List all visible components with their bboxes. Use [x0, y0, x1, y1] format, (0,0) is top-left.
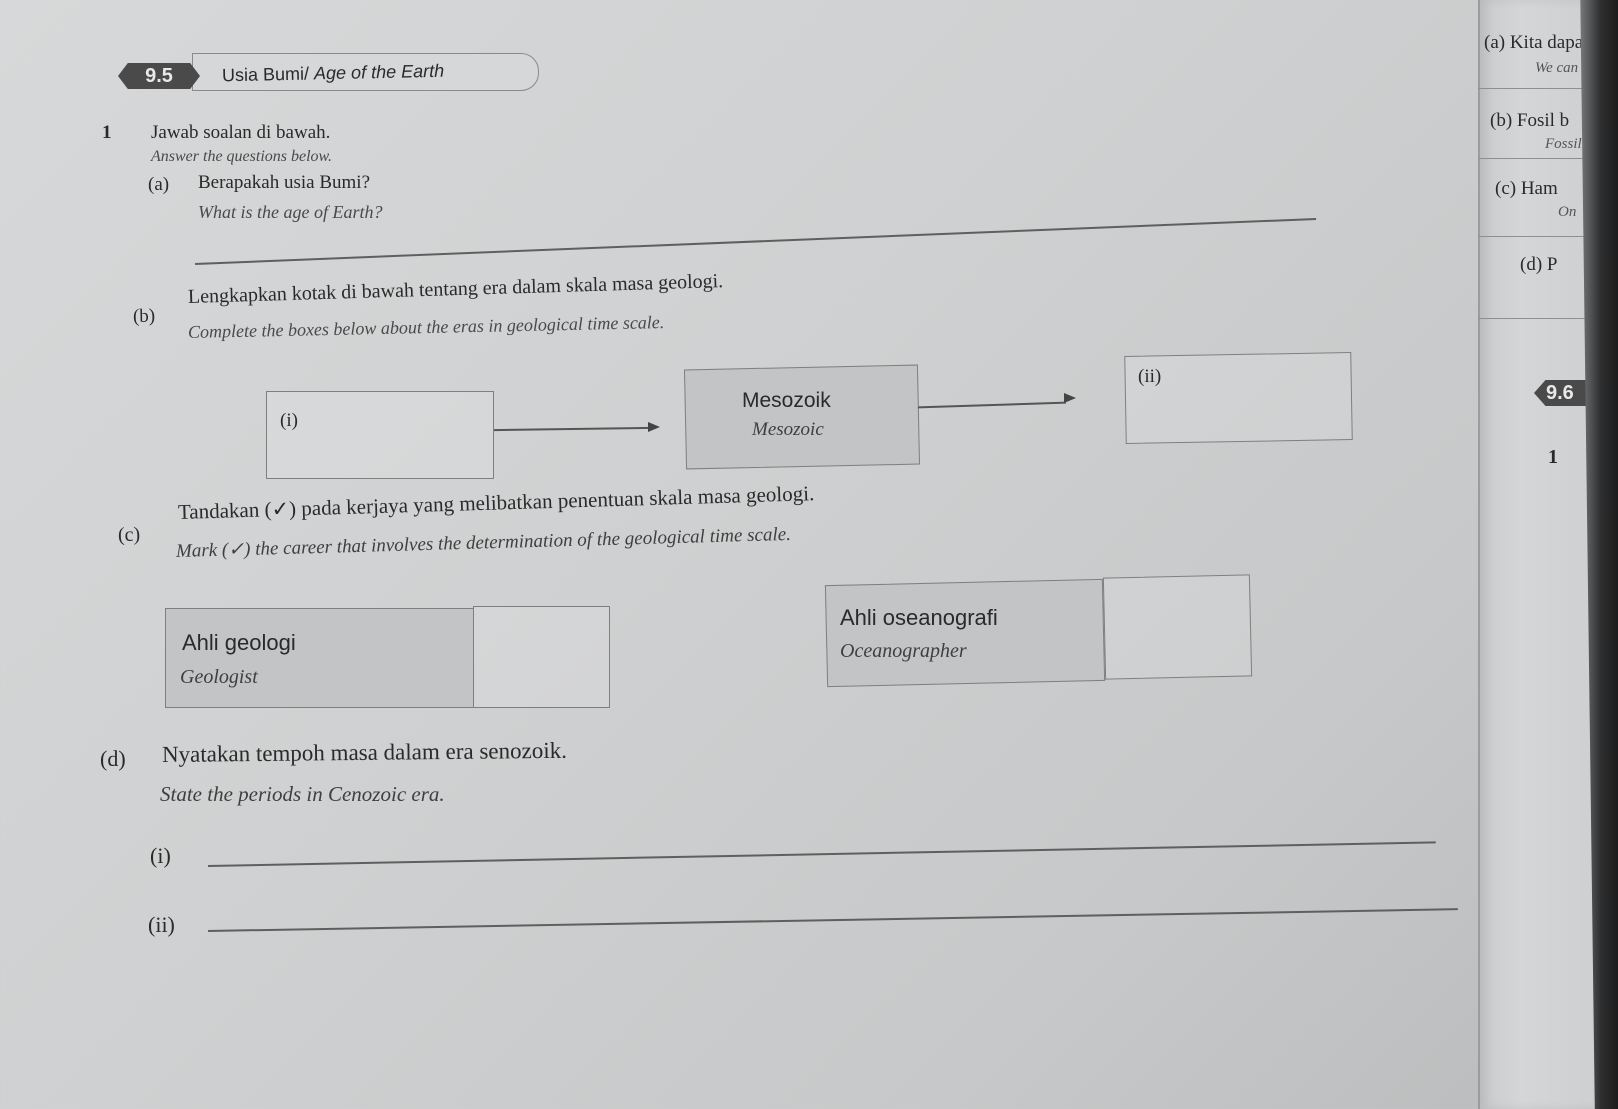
adjacent-item-b: (b) Fosil b — [1490, 110, 1570, 131]
part-d-question: Nyatakan tempoh masa dalam era senozoik. — [161, 737, 568, 767]
adjacent-question-number: 1 — [1548, 446, 1558, 468]
arrow-2-head — [1064, 393, 1076, 403]
part-d-answer-line-ii[interactable] — [207, 908, 1458, 932]
part-a-question-en: What is the age of Earth? — [198, 202, 383, 222]
part-d-item-i: (i) — [150, 843, 171, 868]
adjacent-item-d: (d) P — [1520, 254, 1558, 275]
career-option-geologist-label: Ahli geologi — [182, 630, 296, 655]
adjacent-item-a-en: We can d — [1535, 60, 1590, 76]
part-d-answer-line-i[interactable] — [207, 841, 1436, 867]
adjacent-item-c: (c) Ham — [1495, 178, 1558, 199]
era-box-mesozoic — [683, 364, 921, 470]
part-b-question: Lengkapkan kotak di bawah tentang era da… — [187, 270, 724, 308]
adjacent-item-a: (a) Kita dapa — [1484, 32, 1584, 53]
arrow-2 — [918, 401, 1066, 408]
era-box-mesozoic-label-en: Mesozoic — [752, 419, 824, 440]
career-option-oceanographer-label-en: Oceanographer — [840, 640, 967, 662]
career-option-geologist — [165, 608, 474, 708]
adjacent-item-c-en: On — [1558, 204, 1577, 220]
question-prompt-en: Answer the questions below. — [151, 148, 333, 165]
part-d-label: (d) — [100, 746, 126, 771]
section-title-en: Age of the Earth — [313, 60, 445, 84]
section-title-ms: Usia Bumi/ — [221, 63, 310, 86]
adjacent-page-divider — [1478, 236, 1618, 237]
part-a-question: Berapakah usia Bumi? — [198, 172, 371, 193]
part-b-label: (b) — [132, 305, 156, 327]
part-b-question-en: Complete the boxes below about the eras … — [187, 312, 665, 342]
adjacent-page-divider — [1478, 158, 1618, 159]
part-c-question: Tandakan (✓) pada kerjaya yang melibatka… — [177, 481, 815, 524]
part-c-question-en: Mark (✓) the career that involves the de… — [175, 523, 792, 562]
question-prompt: Jawab soalan di bawah. — [151, 122, 331, 143]
question-number: 1 — [102, 122, 112, 143]
arrow-1 — [493, 426, 652, 431]
checkbox-geologist[interactable] — [473, 606, 610, 708]
era-box-ii-label: (ii) — [1138, 366, 1162, 387]
arrow-1-head — [648, 422, 660, 432]
part-a-answer-line[interactable] — [194, 217, 1317, 265]
career-option-oceanographer-label: Ahli oseanografi — [840, 605, 998, 630]
adjacent-page-divider — [1478, 88, 1618, 89]
section-badge: 9.5 — [118, 63, 200, 89]
career-option-geologist-label-en: Geologist — [180, 666, 258, 688]
section-banner — [192, 53, 539, 91]
adjacent-page-divider — [1478, 318, 1618, 319]
era-box-mesozoic-label: Mesozoik — [742, 389, 831, 412]
era-box-i-label: (i) — [280, 410, 298, 431]
part-c-label: (c) — [117, 523, 141, 546]
career-option-oceanographer — [824, 578, 1106, 688]
part-a-label: (a) — [148, 174, 170, 195]
era-box-i[interactable] — [266, 391, 494, 479]
checkbox-oceanographer[interactable] — [1102, 574, 1253, 680]
part-d-item-ii: (ii) — [148, 912, 175, 937]
adjacent-item-b-en: Fossil — [1545, 136, 1582, 152]
part-d-question-en: State the periods in Cenozoic era. — [160, 782, 445, 806]
